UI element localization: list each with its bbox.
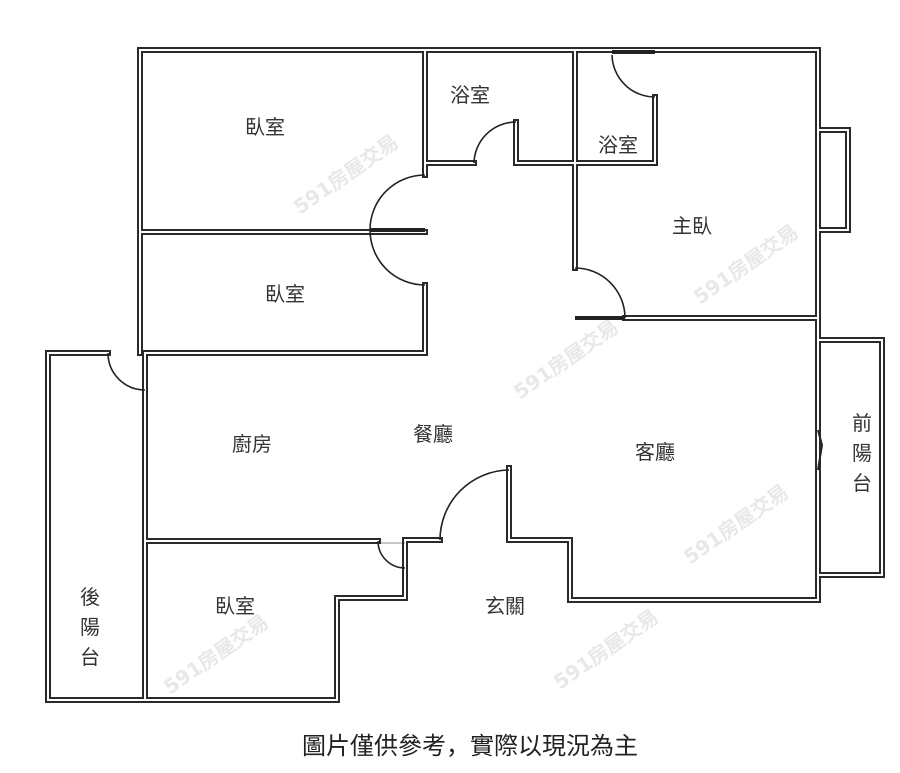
room-back-balcony: 後 陽 台 <box>80 585 100 669</box>
front-balcony-char: 前 <box>852 411 872 435</box>
door-arc <box>377 540 406 569</box>
front-balcony-char: 陽 <box>852 441 872 465</box>
room-bath-1: 浴室 <box>450 83 490 107</box>
room-bedroom-top: 臥室 <box>245 115 285 139</box>
back-balcony-char: 陽 <box>80 615 100 639</box>
door-arc <box>611 54 656 98</box>
door-arc <box>107 352 146 391</box>
room-bath-2: 浴室 <box>598 133 638 157</box>
front-balcony-char: 台 <box>852 471 872 495</box>
walls <box>45 47 885 703</box>
back-balcony-char: 後 <box>80 585 100 609</box>
door-arc <box>473 121 517 164</box>
door-arc <box>439 469 510 541</box>
disclaimer-caption: 圖片僅供參考，實際以現況為主 <box>302 732 638 760</box>
watermark: 591房屋交易 <box>509 315 622 404</box>
room-front-balcony: 前 陽 台 <box>852 411 872 495</box>
room-bedroom-middle: 臥室 <box>265 282 305 306</box>
room-labels: 臥室 浴室 浴室 主臥 臥室 廚房 餐廳 客廳 臥室 玄關 前 陽 台 後 陽 … <box>80 83 872 669</box>
watermark: 591房屋交易 <box>679 480 792 569</box>
watermark: 591房屋交易 <box>549 605 662 694</box>
room-dining: 餐廳 <box>413 422 453 446</box>
watermark: 591房屋交易 <box>289 130 402 219</box>
room-bedroom-bottom: 臥室 <box>215 594 255 618</box>
room-living: 客廳 <box>635 440 675 464</box>
room-kitchen: 廚房 <box>232 432 272 456</box>
watermark: 591房屋交易 <box>159 610 272 699</box>
doors <box>107 50 824 569</box>
back-balcony-char: 台 <box>80 645 100 669</box>
door-arc <box>574 267 626 319</box>
room-entrance: 玄關 <box>485 594 525 618</box>
room-master-bedroom: 主臥 <box>672 214 712 238</box>
